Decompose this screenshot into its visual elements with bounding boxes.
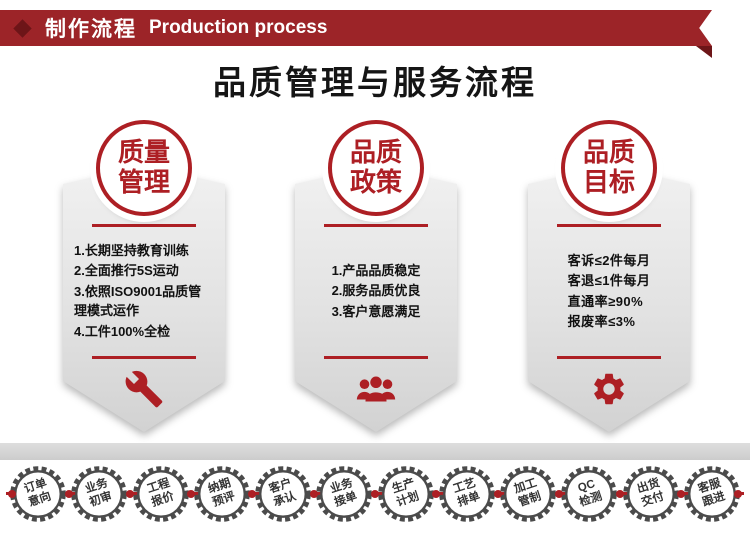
panel-list-item: 客诉≤2件每月: [567, 252, 651, 268]
process-step-badge: 客服 跟进: [683, 465, 741, 523]
panel-list: 1.长期坚持教育训练 2.全面推行5S运动 3.依照ISO9001品质管理模式运作 4…: [63, 230, 225, 352]
process-dot: [677, 490, 686, 498]
process-step-badge: 订单 意向: [9, 465, 67, 523]
wrench-icon: [63, 366, 225, 412]
gear-ring-icon: [255, 466, 311, 522]
process-step-badge: 业务 初审: [70, 465, 128, 523]
process-dot: [493, 490, 502, 498]
circle-label: 品质 目标: [582, 137, 635, 197]
process-step-badge: 生产 计划: [377, 465, 435, 523]
process-dot: [616, 490, 625, 498]
panel-quality-policy: 品质 政策 1.产品品质稳定 2.服务品质优良 3.客户意愿满足: [295, 120, 457, 432]
process-dot: [8, 490, 16, 498]
gear-ring-icon: [500, 466, 556, 522]
circle-label: 质量 管理: [117, 137, 170, 197]
process-step-badge: QC 检测: [560, 465, 618, 523]
circle-badge: 品质 目标: [561, 120, 657, 216]
process-step-badge: 业务 接单: [315, 465, 373, 523]
panel-divider-bottom: [557, 356, 661, 359]
panel-list-item: 报废率≤3%: [567, 314, 636, 329]
process-dot: [554, 490, 563, 498]
circle-label: 品质 政策: [349, 137, 402, 197]
gear-ring-icon: [71, 466, 128, 522]
process-dot: [64, 490, 73, 498]
section-title-cn: 制作流程: [45, 18, 137, 41]
panel-divider-bottom: [324, 356, 428, 359]
process-step-badge: 工程 报价: [132, 465, 190, 523]
panel-list-item: 直通率≥90%: [567, 293, 644, 309]
process-step-badge: 工艺 排单: [438, 465, 496, 523]
gear-icon: [528, 366, 690, 412]
circle-badge: 品质 政策: [328, 120, 424, 216]
gear-ring-icon: [10, 466, 66, 522]
process-dot: [125, 490, 134, 498]
gear-ring-icon: [194, 466, 250, 522]
panel-list-item: 2.服务品质优良: [331, 283, 421, 299]
panel-list: 客诉≤2件每月客退≤1件每月直通率≥90% 报废率≤3%: [528, 230, 690, 352]
process-step-badge: 加工 管制: [499, 465, 557, 523]
panel-list-item: 客退≤1件每月: [567, 273, 651, 288]
process-dot: [187, 490, 196, 498]
panel-list-item: 2.全面推行5S运动: [74, 263, 179, 279]
process-dot: [248, 490, 257, 498]
circle-badge: 质量 管理: [96, 120, 192, 216]
process-dot: [432, 490, 441, 498]
gear-ring-icon: [561, 466, 618, 522]
divider-bar: [0, 443, 750, 460]
page-title: 品质管理与服务流程: [213, 64, 537, 101]
process-step-badge: 客户 承认: [254, 465, 312, 523]
process-dot: [371, 490, 379, 498]
process-dot: [734, 490, 742, 498]
process-strip: 订单 意向 业务 初审 工程 报价 纳期 预评 客户 承: [0, 455, 750, 540]
panel-divider-top: [324, 224, 428, 227]
panel-list-item: 3.依照ISO9001品质管理模式运作: [74, 283, 202, 319]
gear-ring-icon: [439, 466, 495, 522]
header-bar: 制作流程 Production process: [0, 10, 712, 46]
panel-quality-target: 品质 目标 客诉≤2件每月客退≤1件每月直通率≥90% 报废率≤3%: [528, 120, 690, 432]
diamond-icon: [13, 18, 32, 38]
gear-ring-icon: [132, 466, 189, 522]
panel-divider-top: [92, 224, 196, 227]
panel-list: 1.产品品质稳定 2.服务品质优良 3.客户意愿满足: [295, 230, 457, 352]
people-icon: [295, 366, 457, 412]
panel-list-item: 1.产品品质稳定: [331, 262, 421, 278]
process-step-badge: 纳期 预评: [193, 465, 251, 523]
panel-list-item: 3.客户意愿满足: [331, 303, 421, 319]
panel-divider-bottom: [92, 356, 196, 359]
panel-quality-management: 质量 管理 1.长期坚持教育训练 2.全面推行5S运动 3.依照ISO9001品质管…: [63, 120, 225, 432]
panel-list-item: 4.工件100%全检: [74, 323, 171, 339]
panel-list-item: 1.长期坚持教育训练: [74, 242, 189, 258]
process-dot: [309, 490, 318, 498]
panel-divider-top: [557, 224, 661, 227]
gear-ring-icon: [316, 466, 373, 522]
gear-ring-icon: [622, 466, 679, 522]
gear-ring-icon: [377, 466, 434, 522]
process-step-badge: 出货 交付: [622, 465, 680, 523]
section-title-en: Production process: [149, 17, 328, 38]
